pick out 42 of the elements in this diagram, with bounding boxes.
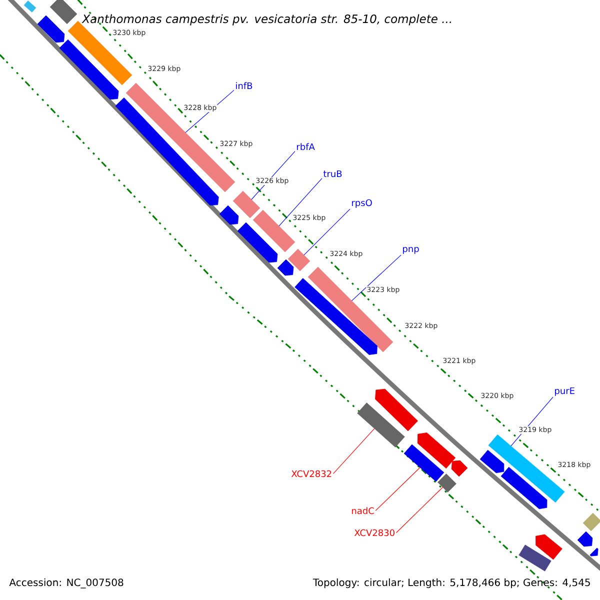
gene-feature bbox=[115, 98, 219, 206]
gene-label: XCV2830 bbox=[354, 529, 394, 536]
leader-line bbox=[351, 254, 402, 302]
gene-feature bbox=[500, 466, 548, 510]
gene-feature bbox=[590, 548, 598, 556]
title: Xanthomonas campestris pv. vesicatoria str. 85-10, complete ... bbox=[82, 14, 452, 26]
gene-feature bbox=[536, 534, 562, 560]
leader-line bbox=[304, 208, 350, 256]
genome-info-text: Topology: circular; Length: 5,178,466 bp; Genes: 4,545 bbox=[312, 578, 590, 588]
gene-feature bbox=[404, 444, 444, 482]
gene-feature bbox=[24, 0, 36, 12]
gene-label: truB bbox=[323, 170, 342, 178]
gene-feature bbox=[417, 432, 456, 469]
gene-feature bbox=[232, 190, 260, 218]
leader-line bbox=[396, 486, 444, 534]
gene-feature bbox=[50, 0, 78, 24]
gene-feature bbox=[126, 82, 236, 192]
leader-line bbox=[278, 178, 322, 226]
gene-feature bbox=[237, 222, 278, 263]
gene-feature bbox=[288, 248, 310, 272]
leader-line bbox=[375, 467, 420, 511]
gene-feature bbox=[438, 474, 456, 492]
gene-label: rpsO bbox=[352, 199, 372, 208]
gene-feature bbox=[59, 39, 119, 100]
gene-label: XCV2832 bbox=[291, 470, 332, 478]
gene-feature bbox=[582, 512, 600, 532]
gene-feature bbox=[375, 388, 418, 432]
gene-feature bbox=[518, 544, 552, 572]
gene-feature bbox=[577, 531, 593, 547]
gene-label: purE bbox=[555, 387, 574, 396]
gene-label: rbfA bbox=[297, 143, 315, 150]
gene-feature bbox=[451, 460, 468, 477]
gene-feature bbox=[277, 259, 294, 276]
gene-feature bbox=[357, 402, 405, 448]
gene-label: nadC bbox=[352, 507, 374, 514]
gene-feature bbox=[219, 205, 239, 225]
leader-line bbox=[332, 428, 375, 474]
gene-feature bbox=[37, 15, 65, 43]
gene-label: infB bbox=[236, 82, 252, 89]
gene-label: pnp bbox=[403, 246, 419, 254]
accession-text: Accession: NC_007508 bbox=[9, 578, 124, 588]
gene-feature bbox=[480, 450, 504, 474]
